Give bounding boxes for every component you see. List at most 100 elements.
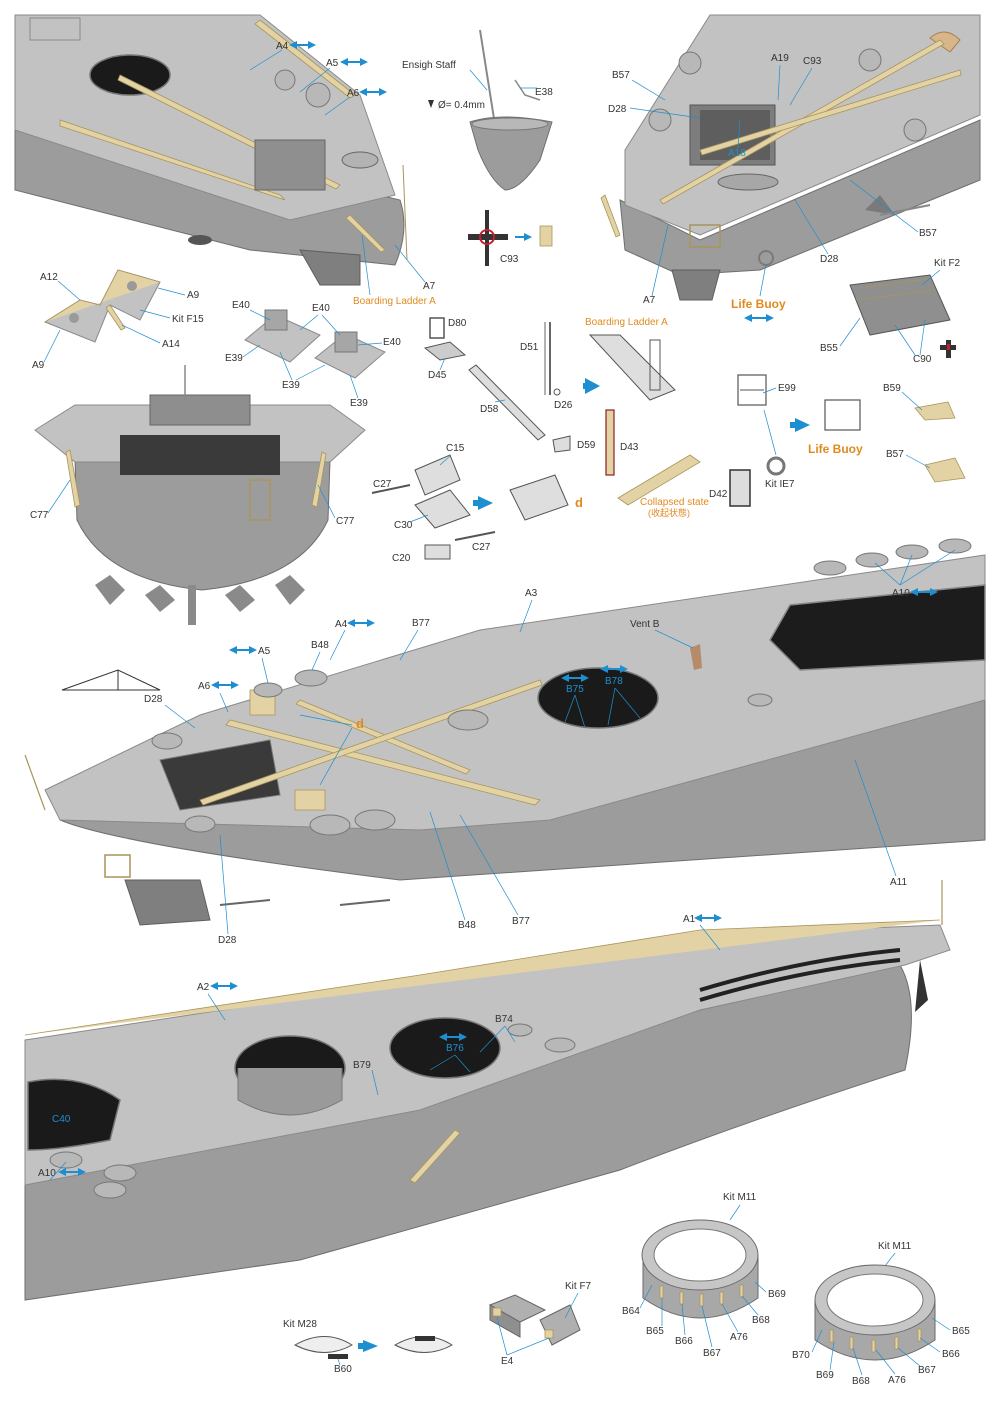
label-c93-detail: C93: [500, 254, 519, 265]
label-kit-ie7: Kit IE7: [765, 479, 795, 490]
label-a1: A1: [683, 914, 696, 925]
label-kit-m28: Kit M28: [283, 1319, 317, 1330]
label-boarding-ladder-a-assy: Boarding Ladder A: [585, 317, 668, 328]
label-e39-a: E39: [225, 353, 243, 364]
label-c77-left: C77: [30, 510, 49, 521]
label-a18: A18: [728, 148, 746, 159]
label-c15: C15: [446, 443, 465, 454]
label-b57-assy: B57: [886, 449, 904, 460]
label-b64: B64: [622, 1306, 640, 1317]
kit-f15-subassembly: A12 A9 Kit F15 A14 A9: [32, 269, 204, 371]
life-buoy-assembly: E99 Kit IE7 Life Buoy B59 B57: [737, 374, 966, 490]
label-e99: E99: [778, 383, 796, 394]
label-b57-b: B57: [919, 228, 937, 239]
label-vent-b: Vent B: [630, 619, 660, 630]
label-b75: B75: [566, 684, 584, 695]
label-b60: B60: [334, 1364, 352, 1375]
label-c27-b: C27: [472, 542, 491, 553]
label-d42: D42: [709, 489, 728, 500]
label-b66-a: B66: [675, 1336, 693, 1347]
kit-f7-detail: Kit F7 E4: [488, 1281, 592, 1367]
label-d45: D45: [428, 370, 447, 381]
kit-f2-subassembly: Kit F2 B55 C90: [820, 258, 961, 365]
label-d26: D26: [554, 400, 573, 411]
label-a5-mid: A5: [258, 646, 271, 657]
mid-callouts: A3 A10 A4 B77 B48 A5 Vent B A6 D28 d B75: [61, 549, 956, 946]
label-a6-mid: A6: [198, 681, 211, 692]
label-e40-a: E40: [232, 300, 250, 311]
label-kit-f15: Kit F15: [172, 314, 204, 325]
label-b65-a: B65: [646, 1326, 664, 1337]
label-d59: D59: [577, 440, 596, 451]
label-e39-c: E39: [350, 398, 368, 409]
label-c90: C90: [913, 354, 932, 365]
bow-hull-view: [24, 880, 951, 1301]
label-b67-a: B67: [703, 1348, 721, 1359]
label-a2: A2: [197, 982, 210, 993]
kit-m28-detail: Kit M28 B60: [283, 1319, 453, 1375]
barbette-ring-2: Kit M11 B65 B66 B67 A76 B68 B69 B70: [792, 1241, 970, 1387]
label-ensign-staff: Ensigh Staff: [402, 60, 456, 71]
label-b70: B70: [792, 1350, 810, 1361]
d28-profile-icon: [61, 669, 161, 691]
label-b68-b: B68: [852, 1376, 870, 1387]
label-d43: D43: [620, 442, 639, 453]
label-d28-a: D28: [608, 104, 627, 115]
label-b77-top: B77: [412, 618, 430, 629]
label-d51: D51: [520, 342, 539, 353]
label-b55: B55: [820, 343, 838, 354]
label-d58: D58: [480, 404, 499, 415]
ladder-assembly: D80 D45 D58 D51 D26 D59 Boarding Ladder …: [423, 317, 751, 518]
label-a12: A12: [40, 272, 58, 283]
label-a19: A19: [771, 53, 789, 64]
label-d28-bottom: D28: [218, 935, 237, 946]
label-a7-right: A7: [643, 295, 656, 306]
label-a9-bottom: A9: [32, 360, 45, 371]
label-e39-b: E39: [282, 380, 300, 391]
label-b78: B78: [605, 676, 623, 687]
label-b76: B76: [446, 1043, 464, 1054]
mid-hull-view: [24, 538, 986, 926]
label-boarding-ladder-a: Boarding Ladder A: [353, 296, 436, 307]
label-e40-b: E40: [312, 303, 330, 314]
barbette-ring-1: Kit M11 B64 B65 B66 B67 A76 B68 B69: [622, 1192, 786, 1359]
label-kit-f2: Kit F2: [934, 258, 961, 269]
label-b69-b: B69: [816, 1370, 834, 1381]
label-a11: A11: [890, 877, 907, 888]
label-life-buoy-top: Life Buoy: [731, 297, 786, 311]
cradle-assembly: C15 C27 C30 C27 C20 d: [371, 443, 583, 564]
label-a5: A5: [326, 58, 339, 69]
label-b67-b: B67: [918, 1365, 936, 1376]
label-e38: E38: [535, 87, 553, 98]
stern-view: C77 C77: [30, 365, 366, 625]
label-a10-bow: A10: [38, 1168, 56, 1179]
label-c40: C40: [52, 1114, 71, 1125]
label-c30: C30: [394, 520, 413, 531]
top-left-callouts: A4 A5 A6 A7 Boarding Ladder A: [249, 41, 436, 307]
label-kit-f7: Kit F7: [565, 1281, 592, 1292]
label-b69-a: B69: [768, 1289, 786, 1300]
label-e40-c: E40: [383, 337, 401, 348]
label-b79: B79: [353, 1060, 371, 1071]
label-b59: B59: [883, 383, 901, 394]
label-b77-bottom: B77: [512, 916, 530, 927]
label-a14: A14: [162, 339, 180, 350]
label-b48-top: B48: [311, 640, 329, 651]
label-a3: A3: [525, 588, 538, 599]
label-kit-m11-b: Kit M11: [878, 1241, 912, 1252]
label-collapsed-state-cn: (收起状態): [648, 507, 690, 518]
label-a7: A7: [423, 281, 436, 292]
label-a4-mid: A4: [335, 619, 348, 630]
label-b74: B74: [495, 1014, 513, 1025]
label-e4: E4: [501, 1356, 514, 1367]
label-b68-a: B68: [752, 1315, 770, 1326]
label-b66-b: B66: [942, 1349, 960, 1360]
label-d28-b: D28: [820, 254, 839, 265]
top-right-callouts: B57 A19 C93 D28 A18 B57 D28 A7 Life Buoy: [608, 53, 937, 322]
label-c20: C20: [392, 553, 411, 564]
label-a76-a: A76: [730, 1332, 748, 1343]
label-collapsed-state: Collapsed state: [640, 497, 709, 508]
label-a4: A4: [276, 41, 289, 52]
label-d-cradle: d: [575, 495, 583, 510]
label-a10-mid: A10: [892, 588, 910, 599]
